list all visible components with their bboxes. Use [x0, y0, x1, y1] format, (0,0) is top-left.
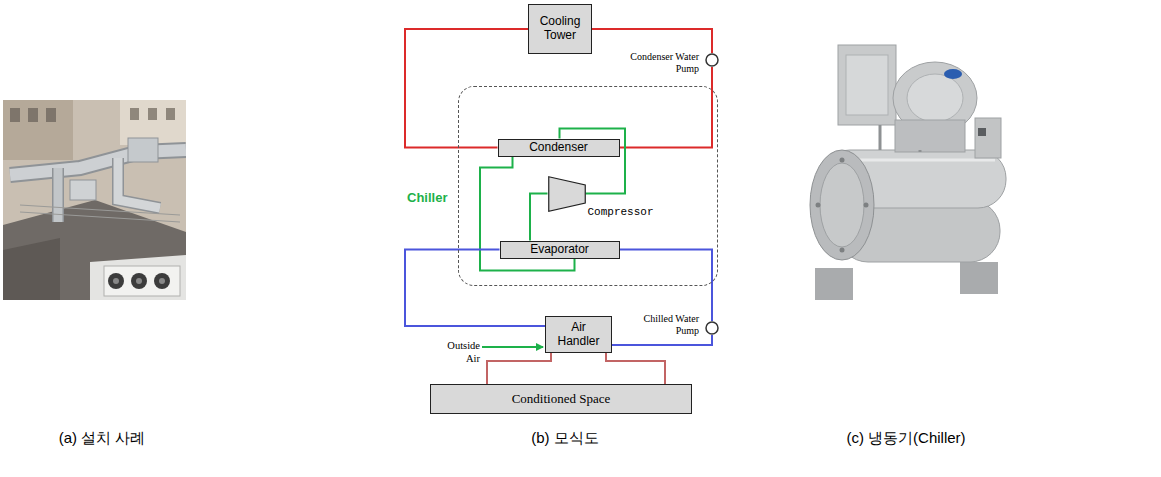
- illustration-part: [838, 45, 896, 125]
- pipe-line: [405, 250, 545, 327]
- chiller-group: ChillerCondenserCompressorEvaporator: [458, 86, 718, 286]
- condenser-box: Condenser: [498, 139, 620, 157]
- rooftop-photo: [3, 100, 186, 300]
- compressor-symbol: Compressor: [548, 176, 586, 212]
- illustration-part: [108, 273, 124, 289]
- compressor-outline: [548, 176, 585, 211]
- illustration-part: [130, 108, 139, 120]
- illustration-part: [148, 108, 157, 120]
- illustration-part: [3, 200, 186, 300]
- panel-caption: (c) 냉동기(Chiller): [806, 429, 1006, 447]
- box-label: Conditioned Space: [512, 392, 611, 407]
- flow-label: Outside Air: [440, 340, 480, 365]
- illustration-part: [816, 203, 821, 208]
- pump-circle: [706, 54, 718, 66]
- illustration-part: [28, 108, 38, 122]
- illustration-part: [815, 268, 853, 300]
- pump-shape: [705, 321, 719, 335]
- illustration-part: [136, 278, 142, 284]
- illustration-part: [20, 212, 180, 222]
- node-label: Compressor: [588, 206, 660, 219]
- pipe-line: [592, 29, 712, 53]
- illustration-part: [10, 150, 186, 175]
- compressor-shape: [548, 176, 586, 212]
- illustration-part: [3, 238, 60, 300]
- pipe-line: [612, 335, 712, 345]
- illustration-part: [960, 262, 998, 294]
- pipe-line: [620, 67, 713, 148]
- illustration-part: [90, 255, 186, 300]
- illustration-part: [46, 108, 56, 122]
- box-label: Cooling Tower: [534, 15, 586, 43]
- illustration-part: [864, 203, 869, 208]
- illustration-part: [840, 248, 845, 253]
- pump-symbol: Condenser Water Pump: [705, 53, 719, 67]
- illustration-part: [118, 158, 160, 208]
- pipe-line: [530, 194, 548, 241]
- panel-caption: (b) 모식도: [465, 429, 665, 447]
- pipe-line: [405, 29, 528, 148]
- pump-symbol: Chilled Water Pump: [705, 321, 719, 335]
- evaporator-box: Evaporator: [500, 241, 620, 259]
- chiller-photo: [810, 45, 1006, 300]
- illustration-part: [820, 163, 864, 247]
- illustration-part: [166, 108, 175, 120]
- node-label: Chilled Water Pump: [621, 313, 699, 336]
- panel-caption: (a) 설치 사례: [2, 429, 202, 447]
- illustration-part: [3, 100, 73, 160]
- pump-circle: [706, 322, 718, 334]
- illustration-part: [907, 74, 963, 122]
- illustration-part: [850, 159, 995, 162]
- illustration-part: [118, 158, 160, 208]
- node-label: Chiller: [407, 191, 455, 206]
- illustration-part: [159, 278, 165, 284]
- illustration-part: [846, 55, 888, 115]
- illustration-part: [840, 158, 845, 163]
- box-label: Condenser: [529, 141, 588, 155]
- illustration-part: [978, 128, 986, 136]
- illustration-part: [128, 138, 158, 162]
- illustration-part: [70, 180, 96, 200]
- illustration-part: [131, 273, 147, 289]
- cooling-tower-box: Cooling Tower: [528, 4, 592, 54]
- illustration-part: [154, 273, 170, 289]
- illustration-part: [10, 108, 20, 122]
- pump-shape: [705, 53, 719, 67]
- illustration-part: [895, 120, 965, 152]
- illustration-part: [810, 150, 874, 260]
- illustration-part: [113, 278, 119, 284]
- box-label: Air Handler: [554, 321, 603, 349]
- box-label: Evaporator: [530, 243, 589, 257]
- illustration-part: [3, 100, 186, 300]
- conditioned-space-box: Conditioned Space: [430, 384, 692, 414]
- illustration-part: [10, 150, 186, 175]
- pipe-line: [606, 353, 665, 384]
- illustration-part: [880, 125, 920, 152]
- illustration-part: [944, 69, 962, 79]
- illustration-part: [975, 118, 1001, 158]
- node-label: Condenser Water Pump: [621, 51, 699, 74]
- outside-air-arrow: [482, 346, 543, 348]
- illustration-part: [104, 266, 180, 296]
- pipe-line: [487, 353, 551, 384]
- air-handler-box: Air Handler: [545, 316, 612, 353]
